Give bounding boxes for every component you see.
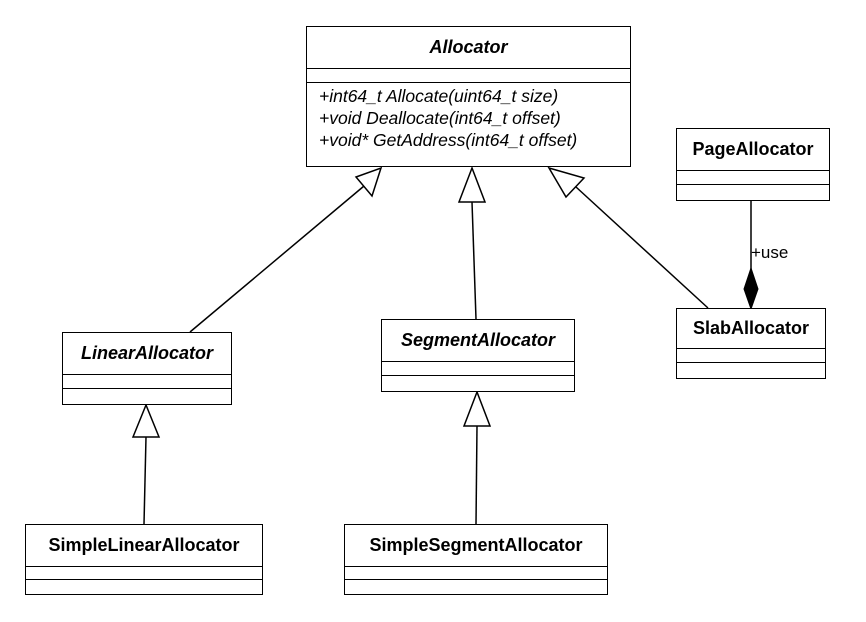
class-simple-segment-allocator-operations	[345, 580, 607, 593]
class-segment-allocator[interactable]: SegmentAllocator	[381, 319, 575, 392]
operation-get-address: +void* GetAddress(int64_t offset)	[319, 130, 578, 150]
class-slab-allocator-name: SlabAllocator	[677, 309, 825, 349]
use-label: +use	[751, 243, 789, 262]
class-simple-linear-allocator-attributes	[26, 567, 262, 580]
class-allocator-operations: +int64_t Allocate(uint64_t size) +void D…	[307, 83, 630, 155]
class-segment-allocator-attributes	[382, 362, 574, 376]
class-simple-linear-allocator-operations	[26, 580, 262, 593]
inheritance-arrowhead-simplesegment	[462, 389, 492, 427]
inheritance-arrowhead-linear	[354, 166, 383, 198]
generalization-segment-to-allocator	[471, 201, 477, 320]
operation-allocate: +int64_t Allocate(uint64_t size)	[319, 86, 559, 106]
class-linear-allocator[interactable]: LinearAllocator	[62, 332, 232, 405]
class-simple-linear-allocator[interactable]: SimpleLinearAllocator	[25, 524, 263, 595]
class-slab-allocator-operations	[677, 363, 825, 377]
class-linear-allocator-name: LinearAllocator	[63, 333, 231, 375]
class-slab-allocator[interactable]: SlabAllocator	[676, 308, 826, 379]
inheritance-arrowhead-slab	[547, 166, 586, 199]
class-segment-allocator-operations	[382, 376, 574, 390]
class-slab-allocator-attributes	[677, 349, 825, 363]
class-simple-segment-allocator-name: SimpleSegmentAllocator	[345, 525, 607, 567]
inheritance-arrowhead-simplelinear	[131, 403, 161, 438]
operation-deallocate: +void Deallocate(int64_t offset)	[319, 108, 561, 128]
class-linear-allocator-operations	[63, 389, 231, 403]
class-allocator-name: Allocator	[307, 27, 630, 69]
generalization-linear-to-allocator	[189, 185, 365, 333]
class-allocator[interactable]: Allocator +int64_t Allocate(uint64_t siz…	[306, 26, 631, 167]
generalization-slab-to-allocator	[575, 186, 709, 309]
class-allocator-attributes	[307, 69, 630, 83]
generalization-simplelinear-to-linear	[143, 436, 147, 525]
class-page-allocator-operations	[677, 185, 829, 199]
class-simple-segment-allocator[interactable]: SimpleSegmentAllocator	[344, 524, 608, 595]
composition-diamond	[743, 266, 759, 311]
class-page-allocator[interactable]: PageAllocator	[676, 128, 830, 201]
class-simple-linear-allocator-name: SimpleLinearAllocator	[26, 525, 262, 567]
generalization-simplesegment-to-segment	[475, 425, 478, 525]
class-segment-allocator-name: SegmentAllocator	[382, 320, 574, 362]
class-page-allocator-attributes	[677, 171, 829, 185]
class-simple-segment-allocator-attributes	[345, 567, 607, 580]
class-page-allocator-name: PageAllocator	[677, 129, 829, 171]
class-linear-allocator-attributes	[63, 375, 231, 389]
inheritance-arrowhead-segment	[457, 165, 487, 203]
